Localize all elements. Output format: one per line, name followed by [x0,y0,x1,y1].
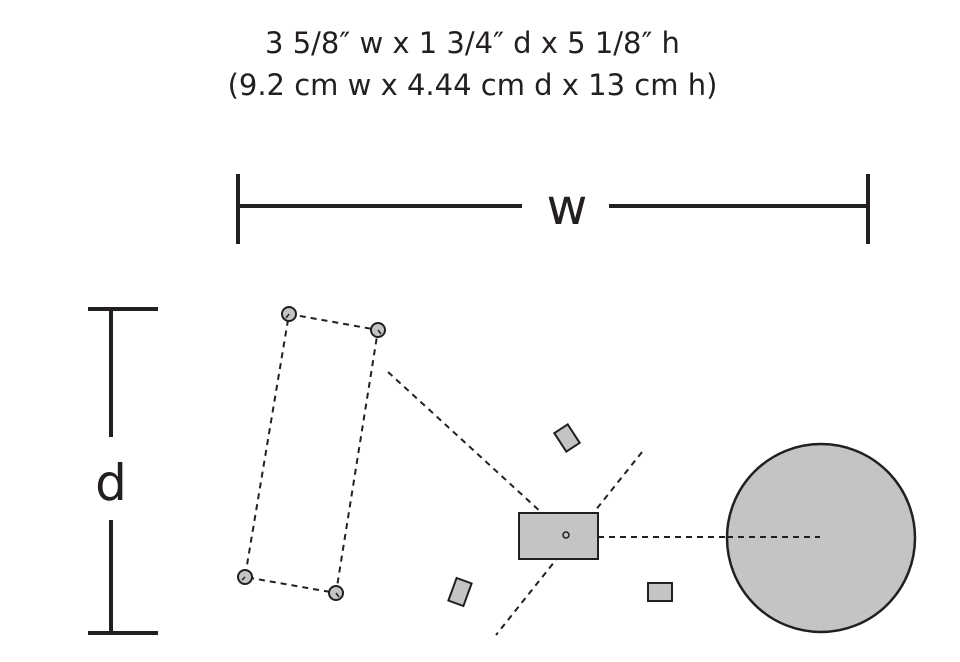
metric-dimensions: (9.2 cm w x 4.44 cm d x 13 cm h) [227,68,718,102]
width-label: w [547,178,588,236]
round-component [725,442,917,634]
screw-hole-icon [237,569,253,585]
connector-diagonal [387,371,567,536]
imperial-dimensions: 3 5/8″ w x 1 3/4″ d x 5 1/8″ h [265,26,680,60]
small-components [447,423,673,608]
screw-hole-icon [281,306,297,322]
mounting-outline [243,312,380,595]
depth-dimension [88,307,158,635]
component-upper [552,423,582,453]
connector-lines [387,371,820,636]
screw-holes [237,306,386,601]
component-lower-left [447,576,473,608]
component-lower-right [647,582,673,602]
depth-label: d [95,454,127,512]
dimensions-header: 3 5/8″ w x 1 3/4″ d x 5 1/8″ h (9.2 cm w… [0,22,945,106]
central-component [518,512,599,560]
center-point-icon [562,531,570,539]
width-dimension [236,174,870,244]
screw-hole-icon [370,322,386,338]
screw-hole-icon [328,585,344,601]
